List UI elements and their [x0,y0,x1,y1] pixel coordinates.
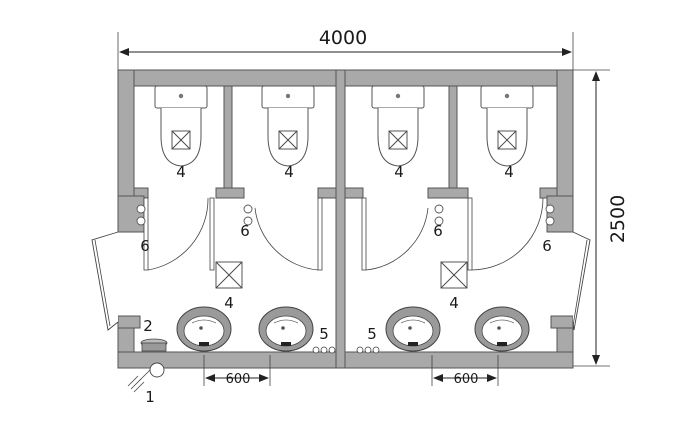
width-label: 4000 [319,27,367,49]
tag-water-intake: 1 [145,388,155,406]
tag-door-4: 6 [542,237,552,255]
tag-toilet-4: 4 [504,163,514,181]
tag-door-2: 6 [240,222,250,240]
tag-door-1: 6 [140,237,150,255]
sink-spacing-left-label: 600 [226,372,251,387]
water-intake [127,362,165,393]
sink-spacing-right: 600 [431,355,499,387]
waste-bin [140,338,168,352]
entrance-doors [91,231,591,331]
valves [312,346,380,354]
tag-waste-bin: 2 [143,317,153,335]
walls [117,69,574,369]
sink-spacing-right-label: 600 [454,372,479,387]
tag-door-3: 6 [433,222,443,240]
sinks [176,306,530,352]
tag-toilet-2: 4 [284,163,294,181]
tag-valves-left: 5 [319,325,329,343]
tag-drain-right: 4 [449,294,459,312]
tag-toilet-1: 4 [176,163,186,181]
width-dimension: 4000 [117,27,574,70]
tag-valves-right: 5 [367,325,377,343]
sink-spacing-left: 600 [203,355,271,387]
tags: 4 4 4 4 4 4 6 6 6 6 2 1 5 5 [140,163,552,406]
tag-toilet-3: 4 [394,163,404,181]
tag-drain-left: 4 [224,294,234,312]
height-label: 2500 [607,195,629,243]
height-dimension: 2500 [572,69,629,367]
cubicle-doors [143,197,544,271]
